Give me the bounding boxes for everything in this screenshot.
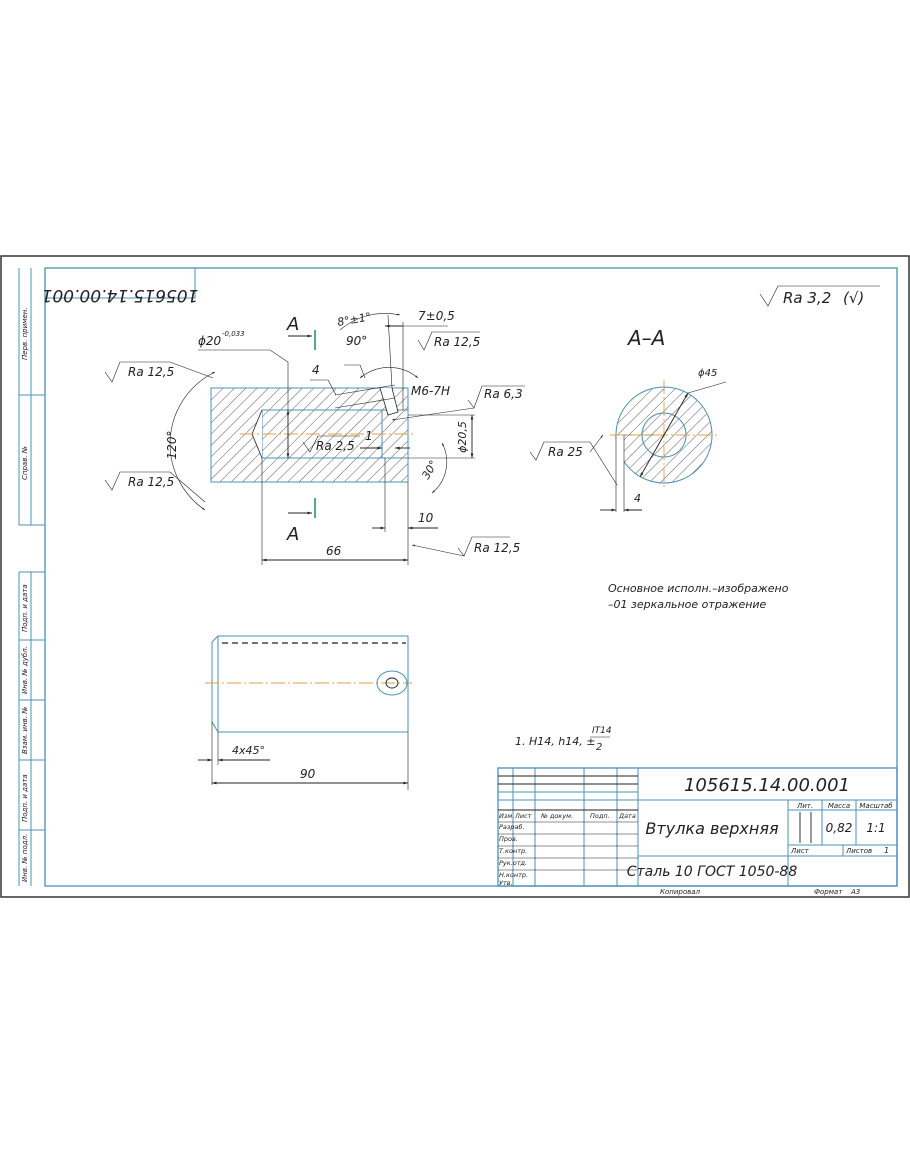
angle-120: 120°: [165, 431, 179, 460]
format-label: Формат: [814, 888, 843, 896]
thread-spec: М6-7Н: [411, 384, 450, 398]
variant-notes: Основное исполн.–изображено –01 зеркальн…: [608, 582, 789, 611]
section-letter-bottom: A: [286, 524, 299, 545]
body-section: [210, 387, 409, 483]
format-value: А3: [850, 888, 860, 896]
scale-label: Масштаб: [859, 802, 893, 810]
side-label-ref-no: Справ. №: [21, 446, 29, 480]
inner-frame: [44, 267, 898, 887]
dim-7: 7±0,5: [418, 309, 455, 323]
section-diameter: ϕ45: [698, 368, 717, 379]
side-label-first-use: Перв. примен.: [21, 307, 29, 360]
section-letter-top: A: [286, 314, 299, 335]
roughness-top-right: Ra 12,5: [434, 335, 480, 349]
general-roughness: Ra 3,2 (√): [759, 285, 880, 307]
angle-8: 8°±1°: [336, 310, 372, 329]
svg-text:Ra 3,2: Ra 3,2: [783, 289, 831, 307]
angle-90: 90°: [346, 334, 367, 348]
role-norm-control: Н.контр.: [499, 871, 528, 879]
svg-text:(√): (√): [843, 289, 864, 307]
roughness-top-left: Ra 12,5: [128, 365, 174, 379]
dim-10: 10: [418, 511, 434, 525]
bore-tolerance: -0,033: [222, 330, 245, 338]
dim-4-main: 4: [312, 363, 320, 377]
tolerance-note: 1. H14, h14, ± IT14 2: [515, 726, 612, 753]
role-tech-control: Т.контр.: [499, 847, 527, 855]
roughness-end: Ra 12,5: [474, 541, 520, 555]
side-label-dup-inv: Инв. № дубл.: [21, 646, 29, 694]
side-label-sign-date-1: Подп. и дата: [21, 584, 29, 632]
part-name: Втулка верхняя: [645, 819, 779, 838]
col-sheet: Лист: [514, 812, 532, 820]
role-checker: Пров.: [499, 835, 518, 843]
roughness-thread: Ra 6,3: [484, 387, 523, 401]
chamfer-dim: 4x45°: [232, 744, 265, 757]
side-label-orig-inv: Инв. № подл.: [21, 834, 29, 882]
material: Сталь 10 ГОСТ 1050-88: [627, 864, 798, 880]
role-dept-head: Рук.отд.: [499, 859, 527, 867]
sheet-label: Лист: [790, 847, 810, 855]
roughness-bottom-left: Ra 12,5: [128, 475, 174, 489]
length-dim: 90: [300, 767, 316, 781]
role-developer: Разраб.: [499, 823, 525, 831]
title-block: Изм. Лист № докум. Подп. Дата Разраб. Пр…: [497, 767, 898, 896]
sheets-value: 1: [884, 846, 889, 855]
dim-66: 66: [326, 544, 342, 558]
section-title: А–А: [626, 326, 665, 350]
side-view: 4x45° 90: [198, 635, 412, 790]
mirrored-document-number: 105615.14.00.001: [42, 285, 199, 305]
col-sign: Подп.: [590, 812, 610, 820]
mass-value: 0,82: [826, 821, 853, 835]
scale-value: 1:1: [866, 821, 885, 835]
col-date: Дата: [618, 812, 636, 820]
copied-label: Копировал: [660, 888, 701, 896]
tolerance-denominator: 2: [596, 742, 602, 753]
side-strip: Перв. примен. Справ. № Подп. и дата Инв.…: [18, 268, 45, 886]
role-approved: Утв.: [499, 879, 513, 887]
lit-label: Лит.: [796, 802, 813, 810]
dim-1: 1: [365, 429, 373, 443]
col-doc-no: № докум.: [540, 812, 573, 820]
section-view: А–А ϕ45 4 Ra 25: [529, 326, 727, 512]
variant-note-1: Основное исполн.–изображено: [608, 582, 789, 595]
main-view: A A ϕ20 -0,033 120° Ra 12,5 Ra 12,5 90° …: [104, 309, 525, 565]
side-label-sign-date-2: Подп. и дата: [21, 774, 29, 822]
section-roughness: Ra 25: [548, 445, 583, 459]
mass-label: Масса: [828, 802, 850, 810]
mirrored-number-box: 105615.14.00.001: [42, 267, 199, 305]
dim-20-5: ϕ20,5: [456, 421, 469, 453]
col-change: Изм.: [499, 812, 514, 820]
sheet-border: [0, 255, 910, 898]
roughness-bore: Ra 2,5: [316, 439, 355, 453]
tolerance-numerator: IT14: [592, 726, 612, 736]
side-label-replace-inv: Взам. инв. №: [21, 706, 29, 754]
tolerance-note-text: 1. H14, h14, ±: [515, 735, 595, 748]
bore-diameter: ϕ20: [198, 334, 222, 348]
sheets-label: Листов: [845, 847, 872, 855]
designation: 105615.14.00.001: [684, 775, 850, 796]
section-slot-width: 4: [634, 492, 641, 505]
variant-note-2: –01 зеркальное отражение: [608, 598, 767, 611]
